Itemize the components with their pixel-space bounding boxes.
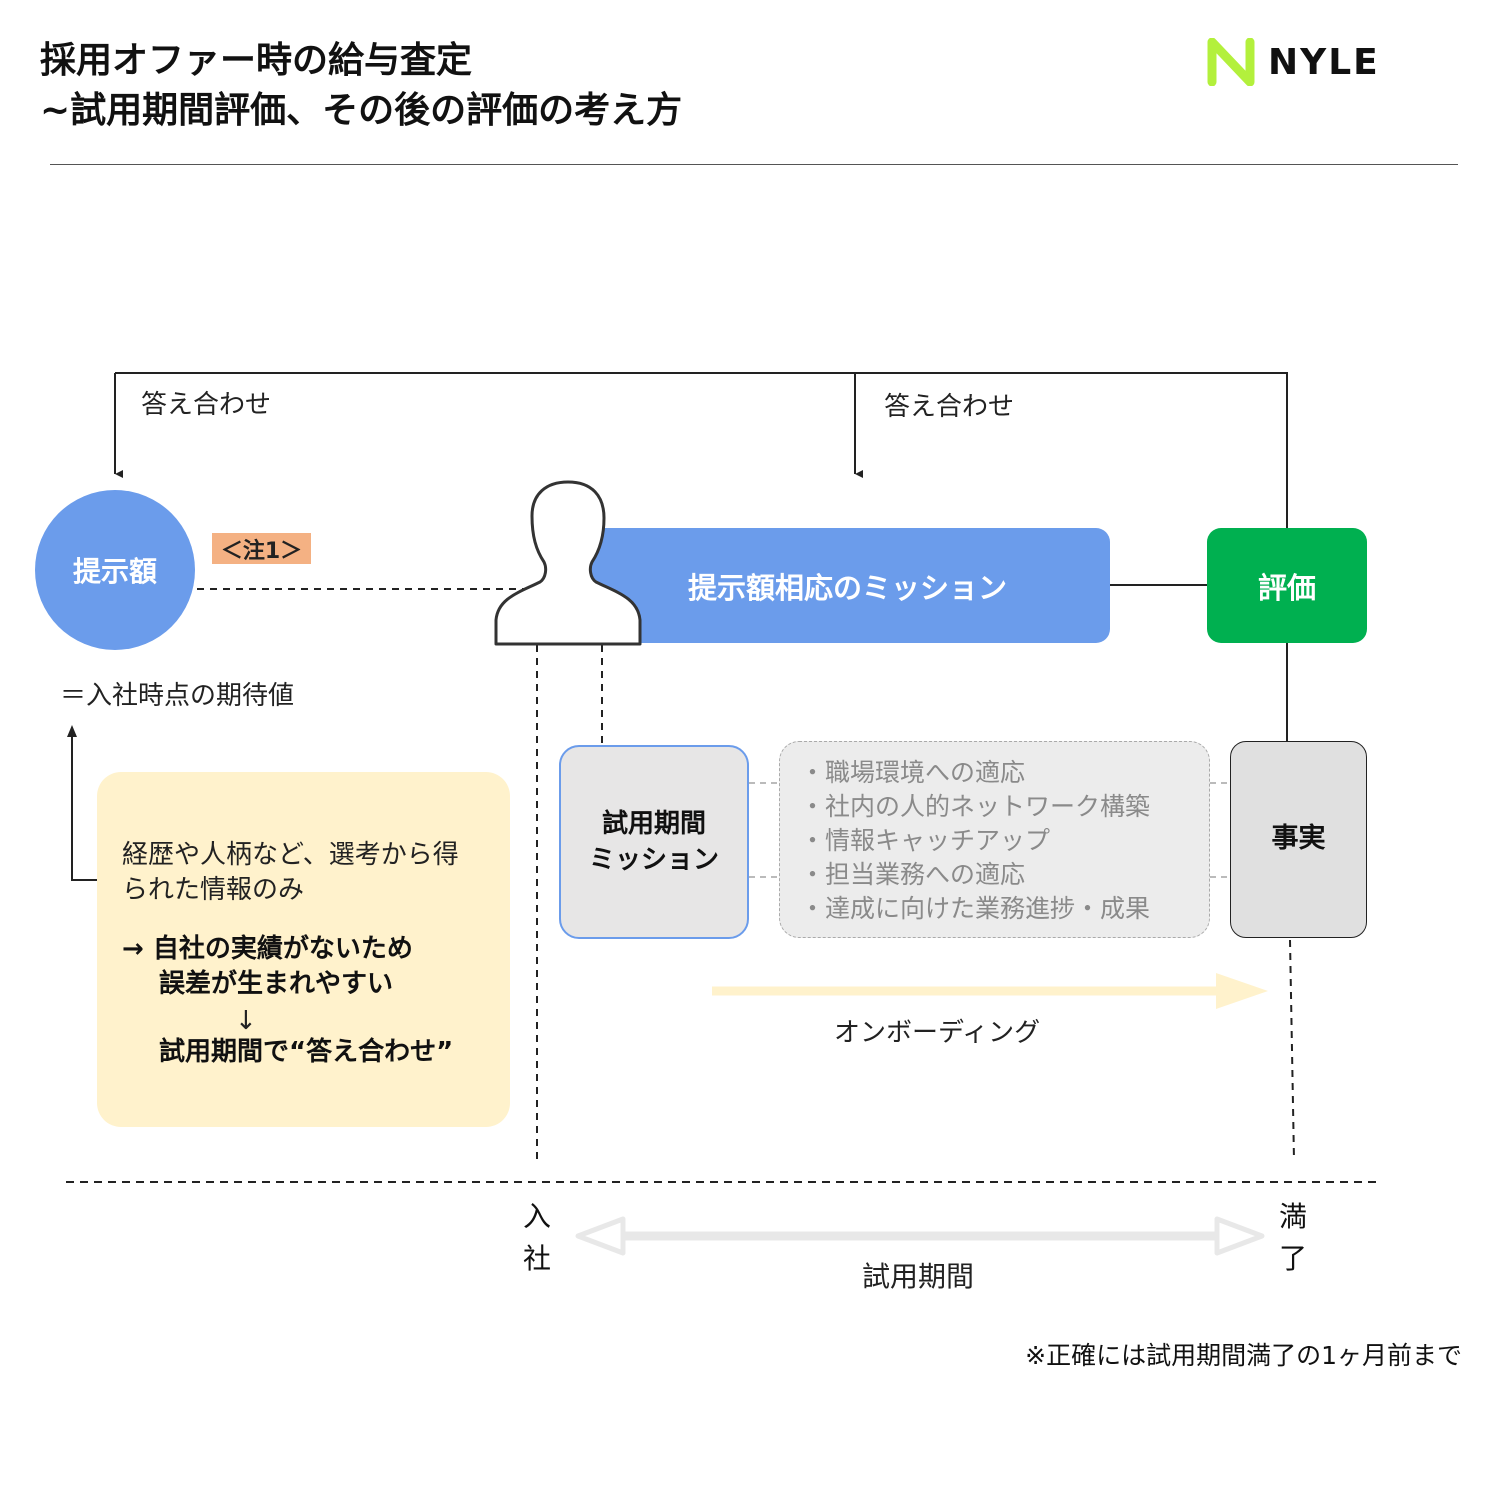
mission-bar: 提示額相応のミッション xyxy=(555,528,1110,643)
evaluation-box: 評価 xyxy=(1207,528,1367,643)
person-icon xyxy=(494,480,642,646)
offer-circle: 提示額 xyxy=(35,490,195,650)
tasks-box: ・職場環境への適応 ・社内の人的ネットワーク構築 ・情報キャッチアップ ・担当業… xyxy=(779,741,1210,938)
period-label: 試用期間 xyxy=(862,1260,975,1293)
end-label: 満 了 xyxy=(1278,1200,1307,1275)
nyle-logo-icon xyxy=(1207,38,1255,86)
feedback-label-left: 答え合わせ xyxy=(141,390,272,420)
page-title: 採用オファー時の給与査定 ~試用期間評価、その後の評価の考え方 xyxy=(40,36,682,136)
info-down-arrow: ↓ xyxy=(235,1006,257,1036)
info-line-2: られた情報のみ xyxy=(122,875,305,905)
trial-mission-line-2: ミッション xyxy=(588,845,719,875)
task-item: ・担当業務への適応 xyxy=(800,860,1026,889)
end-dashed-line xyxy=(1289,939,1295,1161)
feedback-label-right: 答え合わせ xyxy=(884,392,1015,422)
header-divider xyxy=(50,164,1458,165)
trial-mission-box: 試用期間 ミッション xyxy=(559,745,749,939)
info-line-4: 試用期間で“答え合わせ” xyxy=(159,1037,454,1067)
period-arrowhead-left xyxy=(575,1216,626,1256)
footnote: ※正確には試用期間満了の1ヶ月前まで xyxy=(1025,1341,1462,1370)
trial-mission-line-1: 試用期間 xyxy=(601,809,706,839)
info-line-3: 誤差が生まれやすい xyxy=(159,969,394,999)
info-box xyxy=(97,772,510,1127)
title-line-2: ~試用期間評価、その後の評価の考え方 xyxy=(40,90,683,131)
info-arrow-line: → 自社の実績がないため xyxy=(122,934,413,964)
task-item: ・達成に向けた業務進捗・成果 xyxy=(800,894,1151,923)
info-feedback-line xyxy=(71,735,97,881)
note-tag: ＜注1＞ xyxy=(212,533,311,564)
onboarding-arrowhead xyxy=(1216,973,1268,1009)
info-line-1: 経歴や人柄など、選考から得 xyxy=(122,840,459,870)
expected-value-label: ＝入社時点の期待値 xyxy=(60,681,295,711)
fact-box: 事実 xyxy=(1230,741,1367,938)
period-arrowhead-right xyxy=(1214,1216,1265,1256)
info-feedback-arrowhead xyxy=(67,725,77,737)
start-label: 入 社 xyxy=(522,1200,551,1275)
onboarding-label: オンボーディング xyxy=(834,1018,1041,1048)
task-item: ・職場環境への適応 xyxy=(800,758,1026,787)
title-line-1: 採用オファー時の給与査定 xyxy=(40,40,473,81)
logo-text: NYLE xyxy=(1268,42,1380,83)
task-item: ・情報キャッチアップ xyxy=(800,826,1051,855)
task-item: ・社内の人的ネットワーク構築 xyxy=(800,792,1151,821)
